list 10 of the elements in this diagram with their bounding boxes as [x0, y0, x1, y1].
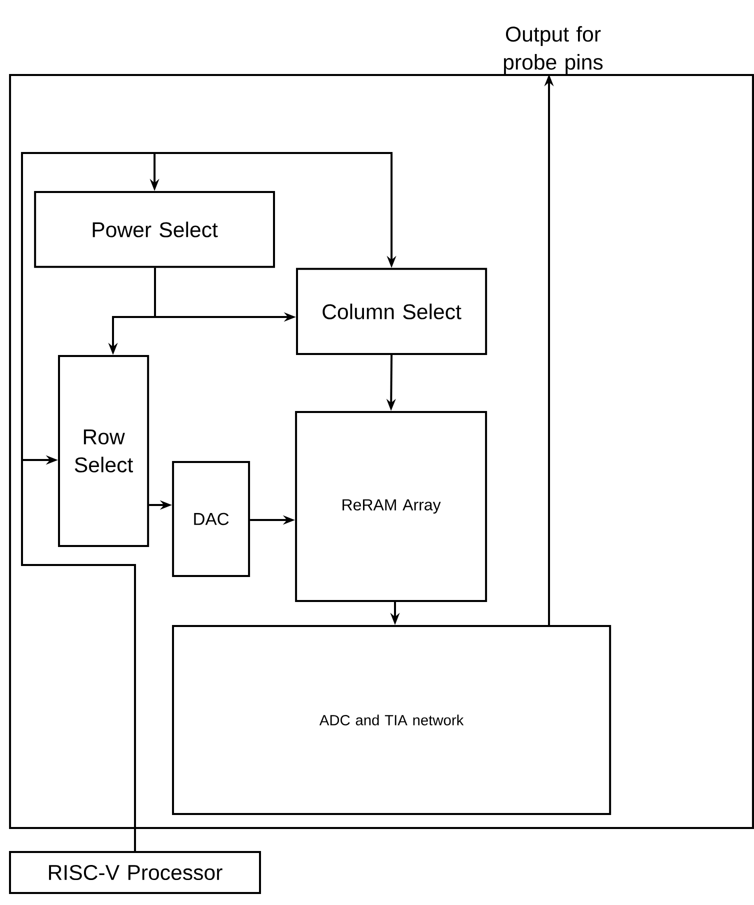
output-label: Output for probe pins: [504, 26, 603, 74]
processor-box: RISC-V Processor: [9, 850, 261, 894]
process-box: ADC and TIA network: [172, 624, 612, 815]
process-box: Power Select: [34, 191, 275, 268]
process-box: DAC: [172, 460, 250, 577]
array-box: ReRAM Array: [295, 410, 488, 602]
process-box: Row Select: [58, 354, 150, 547]
arrow: [21, 455, 136, 851]
process-box: Column Select: [296, 268, 488, 355]
harness-box: [9, 74, 754, 830]
